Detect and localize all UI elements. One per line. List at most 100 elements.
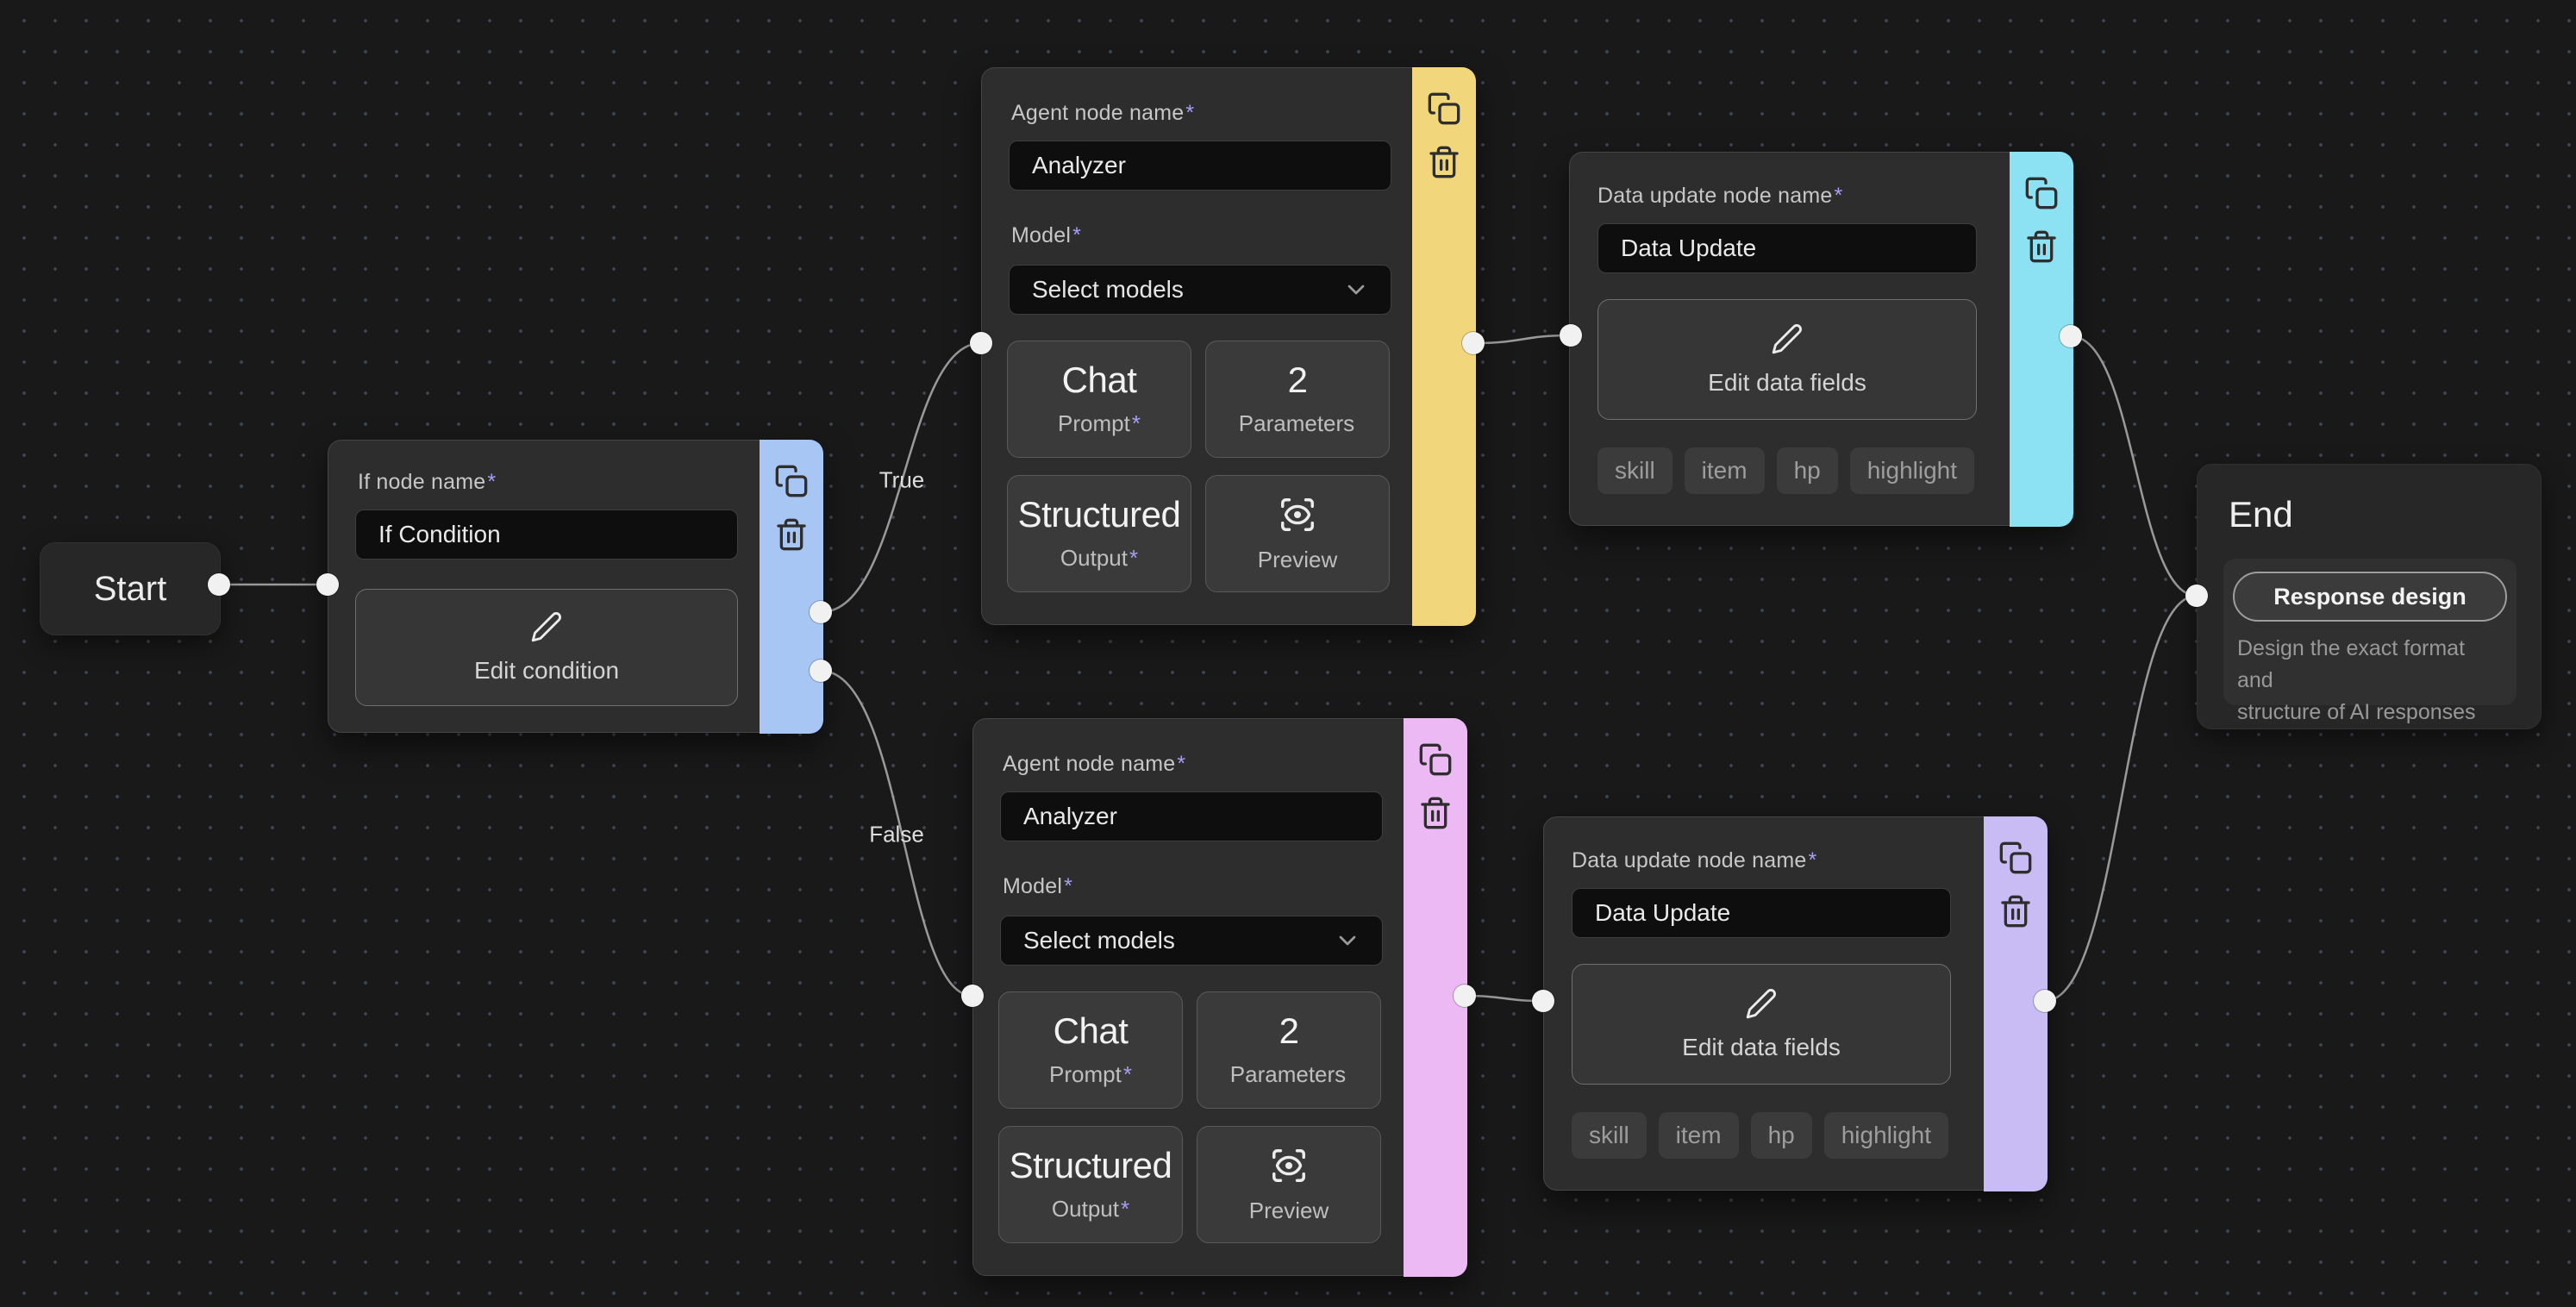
delete-node-button[interactable] [1997, 892, 2035, 930]
data-top-input-handle[interactable] [1560, 324, 1582, 347]
agent-tile-grid: Chat Prompt* 2 Parameters Structured Out… [998, 991, 1381, 1243]
start-node[interactable]: Start [40, 542, 221, 635]
delete-node-button[interactable] [2023, 228, 2060, 266]
copy-icon [1419, 743, 1451, 775]
end-input-handle[interactable] [2185, 585, 2208, 607]
agent-bottom-output-handle[interactable] [1454, 985, 1476, 1007]
response-design-button[interactable]: Response design [2233, 572, 2507, 622]
edge-data-bottom-to-end[interactable] [2044, 594, 2198, 1003]
if-node[interactable]: If node name* If Condition Edit conditio… [328, 439, 823, 734]
if-name-input[interactable]: If Condition [355, 510, 738, 560]
data-update-node-bottom[interactable]: Data update node name* Data Update Edit … [1543, 816, 2048, 1191]
agent-name-input[interactable]: Analyzer [1000, 791, 1383, 841]
tag-highlight: highlight [1823, 1112, 1949, 1159]
data-update-name-label: Data update node name* [1597, 184, 1843, 208]
pencil-icon [1746, 989, 1776, 1019]
if-name-label: If node name* [358, 470, 497, 494]
copy-icon [775, 465, 807, 497]
delete-node-button[interactable] [772, 516, 810, 553]
duplicate-node-button[interactable] [1425, 90, 1463, 128]
data-bottom-output-handle[interactable] [2034, 990, 2056, 1012]
edit-condition-label: Edit condition [473, 657, 620, 684]
required-asterisk: * [1185, 101, 1195, 125]
agent-node-bottom[interactable]: Agent node name* Analyzer Model* Select … [972, 717, 1467, 1277]
edge-label-true: True [878, 466, 925, 493]
output-tile[interactable]: Structured Output* [998, 1126, 1183, 1243]
required-asterisk: * [1834, 184, 1843, 208]
tag-hp: hp [1750, 1112, 1812, 1159]
pencil-icon [531, 612, 561, 642]
tag-skill: skill [1572, 1112, 1647, 1159]
copy-icon [1999, 841, 2031, 873]
agent-node-top[interactable]: Agent node name* Analyzer Model* Select … [981, 66, 1476, 626]
data-update-name-input[interactable]: Data Update [1597, 223, 1977, 273]
duplicate-node-button[interactable] [2023, 174, 2060, 212]
data-update-node-top[interactable]: Data update node name* Data Update Edit … [1569, 151, 2073, 527]
tag-item: item [1658, 1112, 1739, 1159]
scan-eye-icon [1281, 497, 1314, 531]
model-select[interactable]: Select models [1000, 916, 1383, 966]
start-node-title: Start [93, 569, 167, 608]
trash-icon [1420, 797, 1450, 829]
preview-tile[interactable]: Preview [1205, 475, 1390, 592]
agent-name-label: Agent node name* [1003, 752, 1186, 776]
edit-data-fields-label: Edit data fields [1708, 369, 1866, 396]
edge-data-top-to-end[interactable] [2070, 335, 2198, 597]
edge-if-true-to-agent-top[interactable] [820, 341, 982, 614]
required-asterisk: * [1072, 223, 1082, 247]
data-bottom-input-handle[interactable] [1532, 990, 1554, 1012]
agent-name-label: Agent node name* [1011, 101, 1195, 125]
edit-data-fields-label: Edit data fields [1682, 1034, 1841, 1060]
edit-data-fields-button[interactable]: Edit data fields [1597, 299, 1977, 420]
duplicate-node-button[interactable] [1416, 741, 1454, 779]
data-update-name-label: Data update node name* [1572, 848, 1817, 872]
tag-hp: hp [1776, 447, 1838, 494]
edge-label-false: False [869, 821, 924, 847]
agent-top-output-handle[interactable] [1462, 332, 1485, 354]
model-select[interactable]: Select models [1009, 265, 1391, 315]
agent-top-input-handle[interactable] [970, 332, 992, 354]
trash-icon [2026, 230, 2056, 262]
delete-node-button[interactable] [1425, 143, 1463, 181]
agent-tile-grid: Chat Prompt* 2 Parameters Structured Out… [1007, 341, 1390, 592]
duplicate-node-button[interactable] [772, 462, 810, 500]
preview-tile[interactable]: Preview [1197, 1126, 1381, 1243]
model-select-value: Select models [1023, 927, 1175, 954]
parameters-tile[interactable]: 2 Parameters [1197, 991, 1381, 1109]
start-output-handle[interactable] [208, 573, 230, 596]
response-design-panel: Response design Design the exact format … [2223, 559, 2517, 724]
tag-item: item [1684, 447, 1765, 494]
data-update-name-input[interactable]: Data Update [1572, 888, 1951, 938]
required-asterisk: * [1064, 874, 1073, 898]
data-top-output-handle[interactable] [2060, 325, 2082, 347]
scan-eye-icon [1272, 1148, 1305, 1182]
model-select-value: Select models [1032, 276, 1184, 303]
edit-condition-button[interactable]: Edit condition [355, 589, 738, 706]
if-false-output-handle[interactable] [810, 660, 832, 682]
edge-agent-top-to-data-top[interactable] [1472, 334, 1572, 345]
end-node[interactable]: End Response design Design the exact for… [2197, 464, 2542, 729]
edge-if-false-to-agent-bottom[interactable] [820, 669, 973, 997]
data-field-tags: skill item hp highlight [1597, 447, 1975, 494]
parameters-tile[interactable]: 2 Parameters [1205, 341, 1390, 458]
if-true-output-handle[interactable] [810, 601, 832, 623]
trash-icon [1429, 146, 1459, 178]
tag-skill: skill [1597, 447, 1673, 494]
chevron-down-icon [1347, 285, 1365, 295]
required-asterisk: * [1808, 848, 1817, 872]
edit-data-fields-button[interactable]: Edit data fields [1572, 964, 1951, 1085]
if-node-accent-bar [759, 439, 823, 734]
if-input-handle[interactable] [316, 573, 339, 596]
model-label: Model* [1011, 223, 1082, 247]
required-asterisk: * [487, 470, 497, 494]
end-node-title: End [2229, 494, 2293, 535]
output-tile[interactable]: Structured Output* [1007, 475, 1191, 592]
agent-name-input[interactable]: Analyzer [1009, 141, 1391, 191]
data-field-tags: skill item hp highlight [1572, 1112, 1949, 1159]
delete-node-button[interactable] [1416, 794, 1454, 832]
prompt-tile[interactable]: Chat Prompt* [998, 991, 1183, 1109]
agent-bottom-input-handle[interactable] [961, 985, 984, 1007]
prompt-tile[interactable]: Chat Prompt* [1007, 341, 1191, 458]
duplicate-node-button[interactable] [1997, 839, 2035, 877]
